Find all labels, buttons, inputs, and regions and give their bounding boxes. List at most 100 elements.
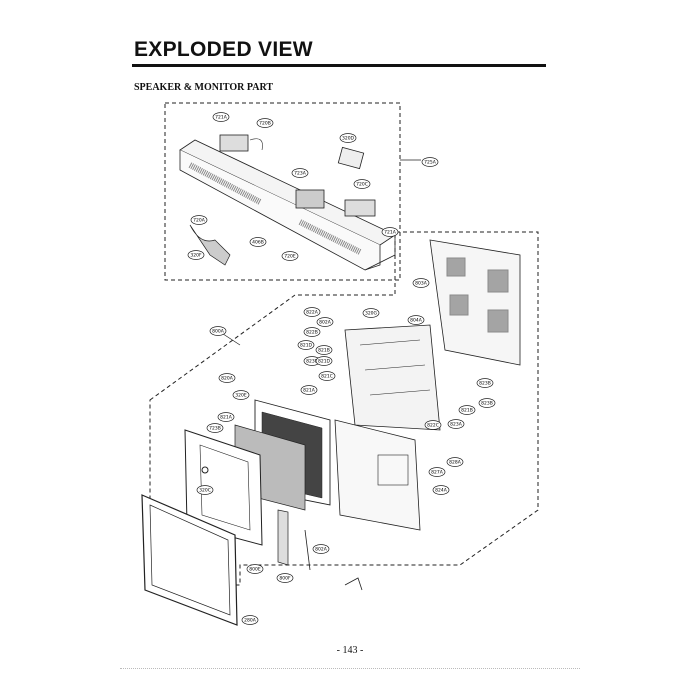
- callout-822a: 822A: [303, 307, 321, 317]
- callout-823a: 823A: [447, 419, 465, 429]
- callout-720a: 720A: [190, 215, 208, 225]
- callout-800f: 800F: [276, 573, 294, 583]
- callout-802a: 802A: [312, 544, 330, 554]
- callout-label: 320G: [365, 311, 378, 317]
- callout-label: 820A: [221, 376, 234, 382]
- callout-720e: 720E: [281, 251, 299, 261]
- callout-label: 800F: [279, 576, 291, 582]
- callout-bubble: [297, 340, 315, 350]
- callout-label: 320C: [199, 488, 211, 494]
- side-strip: [277, 509, 289, 566]
- callout-822b: 822B: [303, 327, 321, 337]
- callout-label: 821D: [300, 343, 313, 349]
- callout-label: 821A: [220, 415, 233, 421]
- callout-721a: 721A: [381, 227, 399, 237]
- callout-bubble: [432, 485, 450, 495]
- callout-bubble: [218, 373, 236, 383]
- callout-800a: 800A: [209, 326, 227, 336]
- callout-label: 280A: [244, 618, 257, 624]
- callout-bubble: [303, 327, 321, 337]
- callout-label: 821C: [321, 374, 333, 380]
- callout-bubble: [246, 564, 264, 574]
- back-cover: [429, 239, 521, 366]
- callout-804a: 804A: [407, 315, 425, 325]
- callout-bubble: [217, 412, 235, 422]
- callout-label: 802A: [319, 320, 332, 326]
- callout-bubble: [316, 317, 334, 327]
- callout-823b: 823B: [303, 356, 321, 366]
- section-subtitle: SPEAKER & MONITOR PART: [134, 82, 274, 93]
- screw-part: [344, 577, 363, 591]
- callout-label: 320E: [235, 393, 247, 399]
- callout-828a: 828A: [446, 457, 464, 467]
- callout-label: 822B: [306, 330, 318, 336]
- callout-label: 723B: [209, 426, 221, 432]
- callout-821a: 821A: [217, 412, 235, 422]
- callout-label: 800A: [212, 329, 225, 335]
- callout-821b: 821B: [315, 345, 333, 355]
- footer-rule: [120, 668, 580, 669]
- callout-bubble: [421, 157, 439, 167]
- callout-821b: 821B: [458, 405, 476, 415]
- callout-bubble: [362, 308, 380, 318]
- callout-label: 828A: [449, 460, 462, 466]
- callout-bubble: [303, 307, 321, 317]
- callout-bubble: [446, 457, 464, 467]
- callout-800e: 800E: [246, 564, 264, 574]
- callout-label: 822C: [427, 423, 439, 429]
- callout-label: 721A: [384, 230, 397, 236]
- callout-821d: 821D: [297, 340, 315, 350]
- callout-bubble: [206, 423, 224, 433]
- callout-bubble: [276, 573, 294, 583]
- speaker-pcb: [295, 189, 325, 209]
- callout-bubble: [190, 215, 208, 225]
- callout-bubble: [315, 345, 333, 355]
- callout-bubble: [478, 398, 496, 408]
- callout-label: 823A: [450, 422, 463, 428]
- callout-823b: 823B: [478, 398, 496, 408]
- callout-label: 802A: [315, 547, 328, 553]
- callout-label: 721A: [215, 115, 228, 121]
- speaker-driver-left: [219, 134, 249, 152]
- callout-bubble: [232, 390, 250, 400]
- callout-406b: 406B: [249, 237, 267, 247]
- callout-bubble: [212, 112, 230, 122]
- callout-label: 725A: [424, 160, 437, 166]
- callout-803a: 803A: [412, 278, 430, 288]
- callout-label: 800E: [249, 567, 261, 573]
- callout-bubble: [458, 405, 476, 415]
- callout-bubble: [187, 250, 205, 260]
- main-chassis: [344, 324, 441, 431]
- callout-label: 823B: [479, 381, 491, 387]
- callout-821c: 821C: [318, 371, 336, 381]
- callout-bubble: [353, 179, 371, 189]
- callout-bubble: [300, 385, 318, 395]
- front-frame: [141, 494, 238, 626]
- callout-723b: 723B: [206, 423, 224, 433]
- callout-bubble: [196, 485, 214, 495]
- callout-bubble: [312, 544, 330, 554]
- callout-bubble: [476, 378, 494, 388]
- callout-802a: 802A: [316, 317, 334, 327]
- callout-720b: 720B: [256, 118, 274, 128]
- speaker-group-frame: [164, 102, 401, 281]
- callout-821a: 821A: [300, 385, 318, 395]
- callout-bubble: [339, 133, 357, 143]
- callout-bubble: [447, 419, 465, 429]
- callout-821d: 821D: [315, 356, 333, 366]
- callout-label: 823B: [481, 401, 493, 407]
- callout-label: 821B: [318, 348, 330, 354]
- callout-label: 804A: [410, 318, 423, 324]
- title-rule: [132, 64, 546, 67]
- callout-320f: 320F: [187, 250, 205, 260]
- callout-bubble: [291, 168, 309, 178]
- callout-723a: 723A: [291, 168, 309, 178]
- callout-label: 827A: [431, 470, 444, 476]
- callout-label: 320F: [190, 253, 202, 259]
- callout-320e: 320E: [232, 390, 250, 400]
- callout-bubble: [281, 251, 299, 261]
- callout-label: 821D: [318, 359, 331, 365]
- callout-bubble: [249, 237, 267, 247]
- callout-320c: 320C: [196, 485, 214, 495]
- speaker-driver-right: [344, 199, 376, 217]
